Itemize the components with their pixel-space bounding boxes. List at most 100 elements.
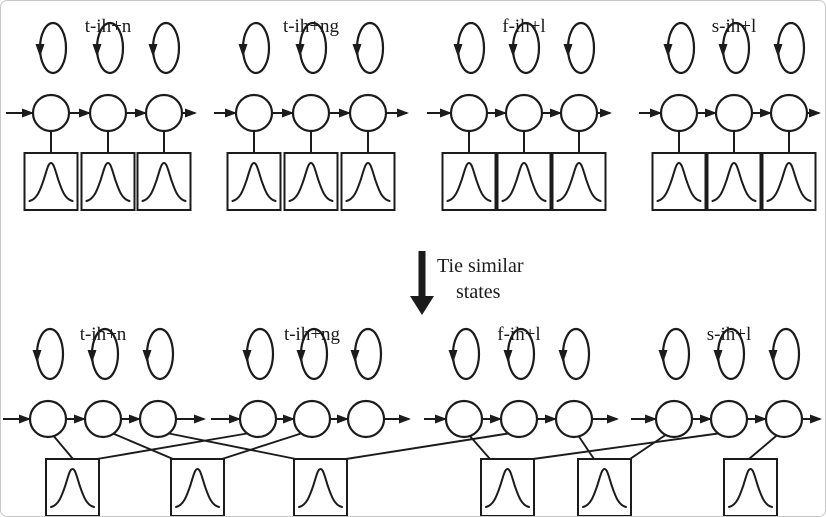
hmm-state [554,399,594,439]
hmm-state [291,93,331,133]
entry-arrowhead [225,108,237,118]
hmm-model-bottom-3: s-ih+l [631,324,822,439]
exit-arrowhead [399,414,411,424]
model-label: s-ih+l [707,324,752,345]
transition-arrowhead [700,414,712,424]
gaussian-curve [711,161,757,202]
exit-arrowhead [397,108,409,118]
hmm-model-bottom-2: f-ih+l [424,324,619,439]
tie-caption-line2: states [456,281,501,303]
model-label: t-ih+n [80,324,127,345]
tie-line [748,432,780,460]
tie-line [466,432,491,460]
gaussian-box [136,152,192,211]
hmm-state [654,399,694,439]
self-loop [776,21,806,75]
self-loop-arrowhead [242,350,252,363]
hmm-state [714,93,754,133]
transition-arrowhead [79,108,91,118]
gaussian-curve [231,161,277,202]
gaussian-curve [766,161,812,202]
transition-arrowhead [74,414,86,424]
hmm-model-bottom-0: t-ih+n [3,324,206,439]
exit-arrowhead [600,108,612,118]
tie-annotation: Tie similar states [410,251,524,315]
tie-arrow-head [410,296,434,315]
model-label: f-ih+l [502,16,545,37]
gaussian-box [226,152,282,211]
transition-arrowhead [495,108,507,118]
transition-arrowhead [135,108,147,118]
exit-arrowhead [810,414,822,424]
gaussian-box [761,152,817,211]
entry-arrowhead [19,414,31,424]
self-loop-arrowhead [713,350,723,363]
transition-arrowhead [490,414,502,424]
gaussian-box [496,152,552,211]
hmm-state [234,93,274,133]
gaussian-box [283,152,339,211]
self-loop [353,327,383,381]
tie-line [50,432,74,460]
gaussian-box [651,152,707,211]
model-label: t-ih+ng [283,16,340,37]
gaussian-curve [656,161,702,202]
shared-gaussian-pool [45,458,778,516]
entry-arrowhead [22,108,34,118]
hmm-state [764,399,804,439]
gaussian-curve [28,161,74,202]
transition-arrowhead [129,414,141,424]
hmm-state [138,399,178,439]
self-loop [771,327,801,381]
self-loop-arrowhead [768,350,778,363]
tie-line [629,432,669,460]
gaussian-box [577,458,632,516]
model-label: t-ih+n [85,16,132,37]
hmm-model-top-3: s-ih+l [639,16,821,211]
self-loop-arrowhead [563,44,573,57]
self-loop [561,327,591,381]
gaussian-box [45,458,100,516]
hmm-state [659,93,699,133]
self-loop-arrowhead [87,350,97,363]
hmm-model-bottom-1: t-ih+ng [211,324,411,439]
transition-arrowhead [282,108,294,118]
exit-arrowhead [185,108,197,118]
gaussian-curve [582,467,627,508]
entry-arrowhead [645,414,657,424]
hmm-state [709,399,749,439]
model-label: f-ih+l [497,324,540,345]
self-loop-arrowhead [148,44,158,57]
gaussian-curve [50,467,95,508]
gaussian-box [340,152,396,211]
gaussian-curve [501,161,547,202]
self-loop [245,327,275,381]
gaussian-curve [85,161,131,202]
entry-arrowhead [435,414,447,424]
hmm-state [346,399,386,439]
gaussian-box [480,458,535,516]
gaussian-box [723,458,778,516]
gaussian-curve [728,467,773,508]
gaussian-box [80,152,136,211]
hmm-state [769,93,809,133]
self-loop [355,21,385,75]
transition-arrowhead [705,108,717,118]
exit-arrowhead [607,414,619,424]
gaussian-curve [446,161,492,202]
self-loop [456,21,486,75]
self-loop-arrowhead [453,44,463,57]
hmm-state [348,93,388,133]
tie-caption-line1: Tie similar [437,255,524,277]
hmm-state [28,399,68,439]
gaussian-box [441,152,497,211]
transition-arrowhead [545,414,557,424]
self-loop [151,21,181,75]
self-loop-arrowhead [448,350,458,363]
tie-lines [50,432,780,460]
transition-arrowhead [283,414,295,424]
self-loop-arrowhead [32,350,42,363]
self-loop [666,21,696,75]
